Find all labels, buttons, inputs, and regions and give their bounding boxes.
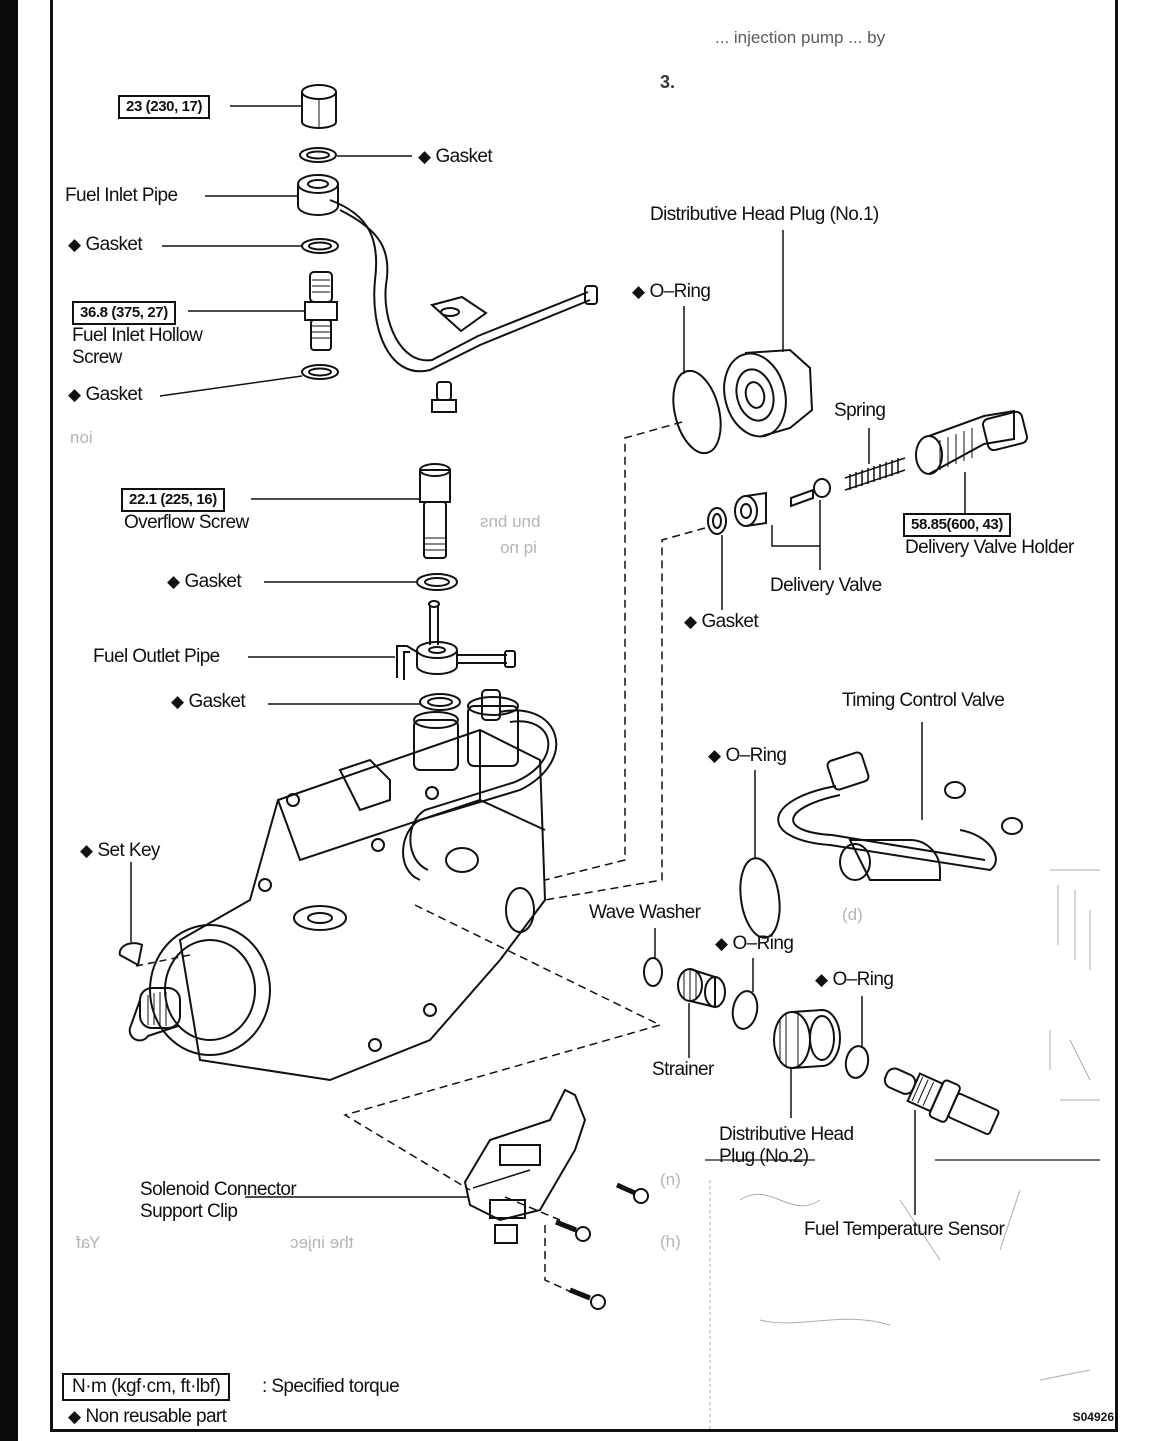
label-o-ring-1: ◆O–Ring [632,281,711,302]
fuel-inlet-pipe-drawing [297,174,598,373]
step-number: 3. [660,72,676,92]
bleed-text: the injec [290,1233,354,1252]
gasket-top-drawing [299,147,337,163]
assembly-dashed-lines [343,421,706,1297]
injection-pump-drawing [128,689,558,1082]
legend-torque-desc: : Specified torque [262,1376,400,1397]
label-o-ring-2: ◆O–Ring [708,745,787,766]
label-fuel-outlet-pipe: Fuel Outlet Pipe [93,646,220,667]
label-overflow-screw: Overflow Screw [124,512,249,533]
bleed-text: Yaf [76,1233,101,1252]
spring-drawing [844,457,906,491]
bleed-text: noi [70,428,93,447]
gasket-dv-drawing [707,507,727,535]
non-reusable-diamond-icon: ◆ [68,235,81,254]
label-delivery-valve: Delivery Valve [770,575,882,596]
delivery-valve-drawing [734,478,831,527]
non-reusable-diamond-icon: ◆ [68,1407,81,1426]
label-strainer: Strainer [652,1059,714,1080]
label-gasket-5: ◆Gasket [171,691,246,712]
fuel-outlet-pipe-drawing [396,600,516,680]
solenoid-clip-drawing [463,1088,587,1244]
o-ring-3-drawing [731,990,759,1030]
label-timing-control-valve: Timing Control Valve [842,690,1005,711]
label-dist-head-plug-1: Distributive Head Plug (No.1) [650,204,879,225]
non-reusable-diamond-icon: ◆ [167,572,180,591]
bleed-text: (h) [660,1232,681,1251]
label-fuel-inlet-pipe: Fuel Inlet Pipe [65,185,178,206]
non-reusable-diamond-icon: ◆ [815,970,828,989]
figure-id: S04926 [1072,1410,1114,1424]
non-reusable-diamond-icon: ◆ [632,282,645,301]
non-reusable-diamond-icon: ◆ [418,147,431,166]
bleed-text: bnu bns [480,512,541,531]
label-delivery-valve-holder: Delivery Valve Holder [905,537,1074,558]
bleed-text: (n) [660,1170,681,1189]
non-reusable-diamond-icon: ◆ [171,692,184,711]
non-reusable-diamond-icon: ◆ [68,385,81,404]
label-wave-washer: Wave Washer [589,902,701,923]
label-fuel-temperature-sensor: Fuel Temperature Sensor [804,1219,1005,1240]
non-reusable-diamond-icon: ◆ [80,841,93,860]
torque-overflow-screw: 22.1 (225, 16) [121,488,225,512]
dist-head-plug-1-drawing [723,348,814,438]
label-set-key: ◆Set Key [80,840,160,861]
label-gasket-4: ◆Gasket [167,571,242,592]
timing-control-valve-drawing [777,751,1023,881]
o-ring-1-drawing [672,369,722,455]
label-gasket-top: ◆Gasket [418,146,493,167]
bleed-text: (d) [842,905,863,924]
legend-torque-box: N·m (kgf·cm, ft·lbf) [62,1373,231,1401]
dist-head-plug-2-drawing [773,1008,841,1069]
label-o-ring-4: ◆O–Ring [815,969,894,990]
hollow-screw-drawing [304,271,338,351]
clip-bolts-drawing [555,1182,649,1310]
label-o-ring-3: ◆O–Ring [715,933,794,954]
overflow-screw-drawing [419,463,451,559]
page-title-fragment: ... injection pump ... by [715,28,886,47]
legend-non-reusable: ◆Non reusable part [68,1406,227,1427]
delivery-valve-holder-drawing [915,409,1029,475]
non-reusable-diamond-icon: ◆ [684,612,697,631]
torque-cap-nut: 23 (230, 17) [118,95,211,119]
torque-fuel-inlet-hollow-screw: 36.8 (375, 27) [72,301,176,325]
label-gasket-dv: ◆Gasket [684,611,759,632]
fuel-temp-sensor-drawing [883,1067,1000,1136]
strainer-drawing [677,968,726,1009]
label-gasket-3: ◆Gasket [68,384,143,405]
o-ring-4-drawing [844,1045,870,1079]
scan-edge [0,0,18,1441]
wave-washer-drawing [643,957,663,987]
figure-frame [50,0,1118,1432]
label-spring: Spring [834,400,886,421]
label-gasket-2: ◆Gasket [68,234,143,255]
cap-nut-drawing [301,84,337,129]
non-reusable-diamond-icon: ◆ [708,746,721,765]
non-reusable-diamond-icon: ◆ [715,934,728,953]
o-ring-2-drawing [739,857,781,939]
set-key-drawing [118,942,144,967]
bleed-text: iq no [500,538,537,557]
torque-delivery-valve-holder: 58.85(600, 43) [903,513,1011,537]
bleed-through-lines [705,869,1100,1430]
